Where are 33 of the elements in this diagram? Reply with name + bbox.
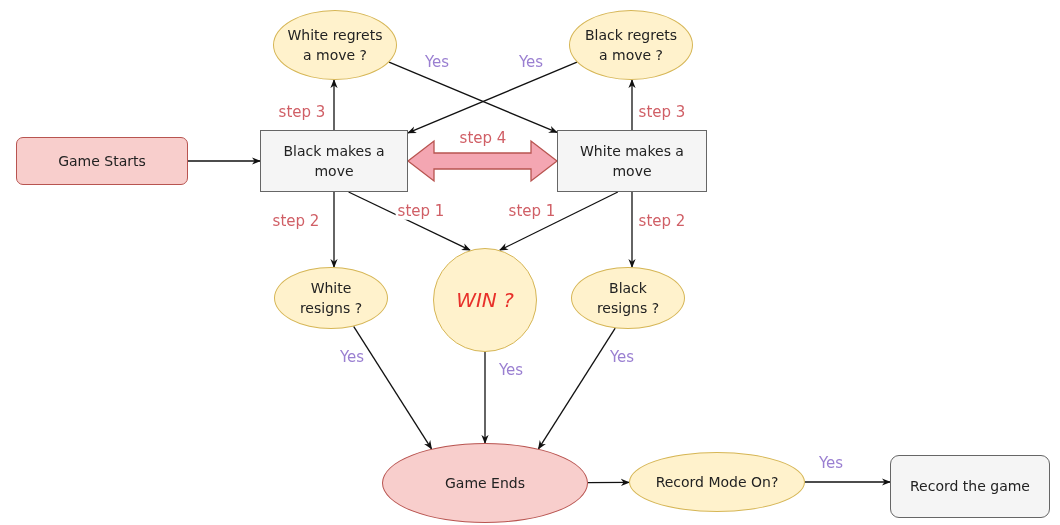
edge-label: step 3 xyxy=(276,103,328,121)
arrow xyxy=(388,61,558,134)
arrow xyxy=(353,325,433,450)
node-label: Game Starts xyxy=(58,151,146,171)
node-label: Black regrets a move ? xyxy=(583,25,679,65)
node-label: Record the game xyxy=(910,477,1030,497)
node-label: Record Mode On? xyxy=(655,472,779,492)
node-label: Game Ends xyxy=(445,473,525,493)
process-box xyxy=(557,130,707,192)
node-label: White resigns ? xyxy=(298,278,364,318)
double-block-arrow xyxy=(406,139,559,183)
arrow xyxy=(628,79,636,131)
arrow xyxy=(537,327,616,450)
edge-label: step 3 xyxy=(636,103,688,121)
arrow xyxy=(804,478,891,486)
arrow xyxy=(187,157,261,165)
node-label: White makes a move xyxy=(579,141,685,181)
arrow xyxy=(628,191,636,268)
arrow xyxy=(499,191,619,251)
node-label: White regrets a move ? xyxy=(286,25,384,65)
edge-label: step 4 xyxy=(457,129,509,147)
arrow xyxy=(330,191,338,268)
start-box xyxy=(16,137,188,185)
arrow xyxy=(407,61,578,134)
arrow xyxy=(330,79,338,131)
node-label: Black resigns ? xyxy=(595,278,661,318)
arrow xyxy=(587,478,630,486)
process-box xyxy=(260,130,408,192)
node-label: Black makes a move xyxy=(282,141,386,181)
arrow xyxy=(481,351,489,444)
process-box xyxy=(890,455,1050,518)
node-label: WIN ? xyxy=(456,286,514,314)
arrow xyxy=(347,191,471,251)
